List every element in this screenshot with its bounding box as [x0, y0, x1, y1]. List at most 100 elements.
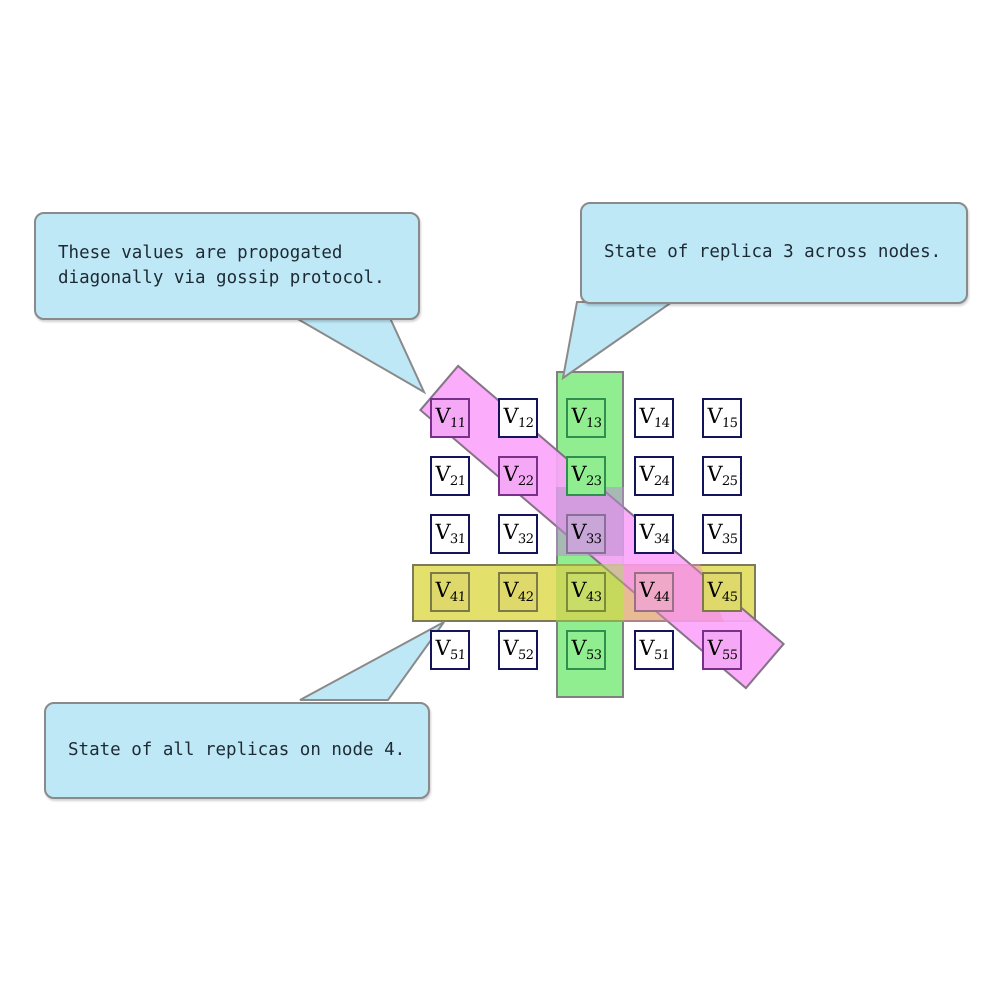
- cell-label-subscript: 34: [653, 532, 670, 548]
- cell-label-subscript: 43: [585, 590, 602, 606]
- cell-label: V23: [570, 461, 602, 490]
- cell-label-subscript: 33: [585, 532, 602, 548]
- cell-label: V35: [706, 519, 738, 548]
- cell-label-base: V: [706, 519, 723, 544]
- cell-label-subscript: 23: [585, 474, 602, 490]
- cell-label: V43: [570, 577, 602, 606]
- cell-label-base: V: [638, 403, 655, 428]
- cell-label-subscript: 13: [585, 416, 602, 432]
- cell-label: V45: [706, 578, 738, 606]
- cell-label: V33: [570, 519, 602, 548]
- grid-cell-v24[interactable]: V24: [634, 456, 674, 496]
- grid-cell-v55[interactable]: V55: [702, 630, 742, 670]
- grid-cell-v41[interactable]: V41: [430, 572, 470, 612]
- cell-label-base: V: [570, 461, 587, 486]
- cell-label: V13: [570, 403, 602, 432]
- grid-cell-v23[interactable]: V23: [566, 456, 606, 496]
- cell-label-base: V: [706, 461, 723, 486]
- cell-label: V41: [434, 577, 466, 606]
- cell-label-base: V: [706, 635, 723, 660]
- grid-cell-v51[interactable]: V51: [634, 630, 674, 670]
- grid-cell-v42[interactable]: V42: [498, 572, 538, 612]
- grid-cell-v11[interactable]: V11: [430, 398, 470, 438]
- cell-label-subscript: 45: [721, 590, 738, 606]
- grid-cell-v13[interactable]: V13: [566, 398, 606, 438]
- cell-label-base: V: [706, 403, 723, 428]
- cell-label: V52: [502, 635, 534, 664]
- cell-label-subscript: 15: [721, 416, 738, 432]
- grid-cell-v31[interactable]: V31: [430, 514, 470, 554]
- tail-replica: [561, 301, 676, 381]
- cell-label-subscript: 35: [721, 532, 738, 548]
- grid-cell-v44[interactable]: V44: [634, 572, 674, 612]
- cell-label: V12: [502, 404, 534, 432]
- cell-label-subscript: 12: [517, 416, 534, 432]
- cell-label-base: V: [434, 403, 451, 428]
- cell-label-subscript: 55: [721, 648, 738, 664]
- cell-label-subscript: 52: [517, 648, 534, 664]
- cell-label-subscript: 51: [653, 648, 670, 664]
- grid-cell-v22[interactable]: V22: [498, 456, 538, 496]
- cell-label-subscript: 22: [517, 474, 534, 490]
- cell-label-subscript: 11: [449, 416, 466, 432]
- callout-replica-text: State of replica 3 across nodes.: [604, 242, 942, 263]
- cell-label-base: V: [434, 519, 451, 544]
- callout-replica-3[interactable]: State of replica 3 across nodes.: [580, 202, 968, 304]
- cell-label-base: V: [434, 461, 451, 486]
- cell-label-base: V: [434, 635, 451, 660]
- grid-cell-v21[interactable]: V21: [430, 456, 470, 496]
- cell-label: V44: [638, 577, 670, 606]
- grid-cell-v34[interactable]: V34: [634, 514, 674, 554]
- cell-label-base: V: [638, 577, 655, 602]
- cell-label-base: V: [570, 577, 587, 602]
- grid-cell-v35[interactable]: V35: [702, 514, 742, 554]
- cell-label-subscript: 44: [653, 590, 670, 606]
- cell-label: V34: [638, 519, 670, 548]
- tail-node: [299, 621, 445, 701]
- cell-label-base: V: [638, 519, 655, 544]
- grid-cell-v25[interactable]: V25: [702, 456, 742, 496]
- grid-cell-v14[interactable]: V14: [634, 398, 674, 438]
- callout-node-4[interactable]: State of all replicas on node 4.: [44, 702, 430, 799]
- cell-label-subscript: 14: [653, 416, 670, 432]
- cell-label-base: V: [502, 461, 519, 486]
- cell-label-subscript: 53: [585, 648, 602, 664]
- cell-label: V11: [434, 403, 466, 432]
- grid-cell-v15[interactable]: V15: [702, 398, 742, 438]
- cell-label-base: V: [570, 635, 587, 660]
- cell-label-subscript: 25: [721, 474, 738, 490]
- cell-label-base: V: [502, 519, 519, 544]
- cell-label: V32: [502, 519, 534, 547]
- tail-gossip: [292, 317, 427, 395]
- cell-label-subscript: 21: [449, 474, 466, 490]
- cell-label: V51: [638, 635, 670, 664]
- cell-label-subscript: 51: [449, 648, 466, 664]
- cell-label-base: V: [502, 635, 519, 660]
- grid-cell-v43[interactable]: V43: [566, 572, 606, 612]
- grid-cell-v33[interactable]: V33: [566, 514, 606, 554]
- cell-label: V53: [570, 635, 602, 664]
- callout-node-text: State of all replicas on node 4.: [68, 739, 406, 760]
- cell-label-base: V: [638, 635, 655, 660]
- cell-label-base: V: [570, 519, 587, 544]
- grid-cell-v53[interactable]: V53: [566, 630, 606, 670]
- cell-label-base: V: [570, 403, 587, 428]
- grid-cell-v52[interactable]: V52: [498, 630, 538, 670]
- cell-label: V51: [434, 635, 466, 664]
- cell-label: V25: [706, 461, 738, 490]
- cell-label: V15: [706, 403, 738, 432]
- grid-cell-v51[interactable]: V51: [430, 630, 470, 670]
- cell-label: V21: [434, 461, 466, 490]
- cell-label-subscript: 41: [449, 590, 466, 606]
- cell-label-subscript: 42: [517, 590, 534, 606]
- grid-cell-v45[interactable]: V45: [702, 572, 742, 612]
- cell-label-base: V: [434, 577, 451, 602]
- cell-label-base: V: [502, 577, 519, 602]
- grid-cell-v32[interactable]: V32: [498, 514, 538, 554]
- cell-label: V14: [638, 403, 670, 432]
- callout-gossip-text: These values are propogated diagonally v…: [58, 242, 385, 288]
- callout-gossip-protocol[interactable]: These values are propogated diagonally v…: [34, 212, 420, 320]
- grid-cell-v12[interactable]: V12: [498, 398, 538, 438]
